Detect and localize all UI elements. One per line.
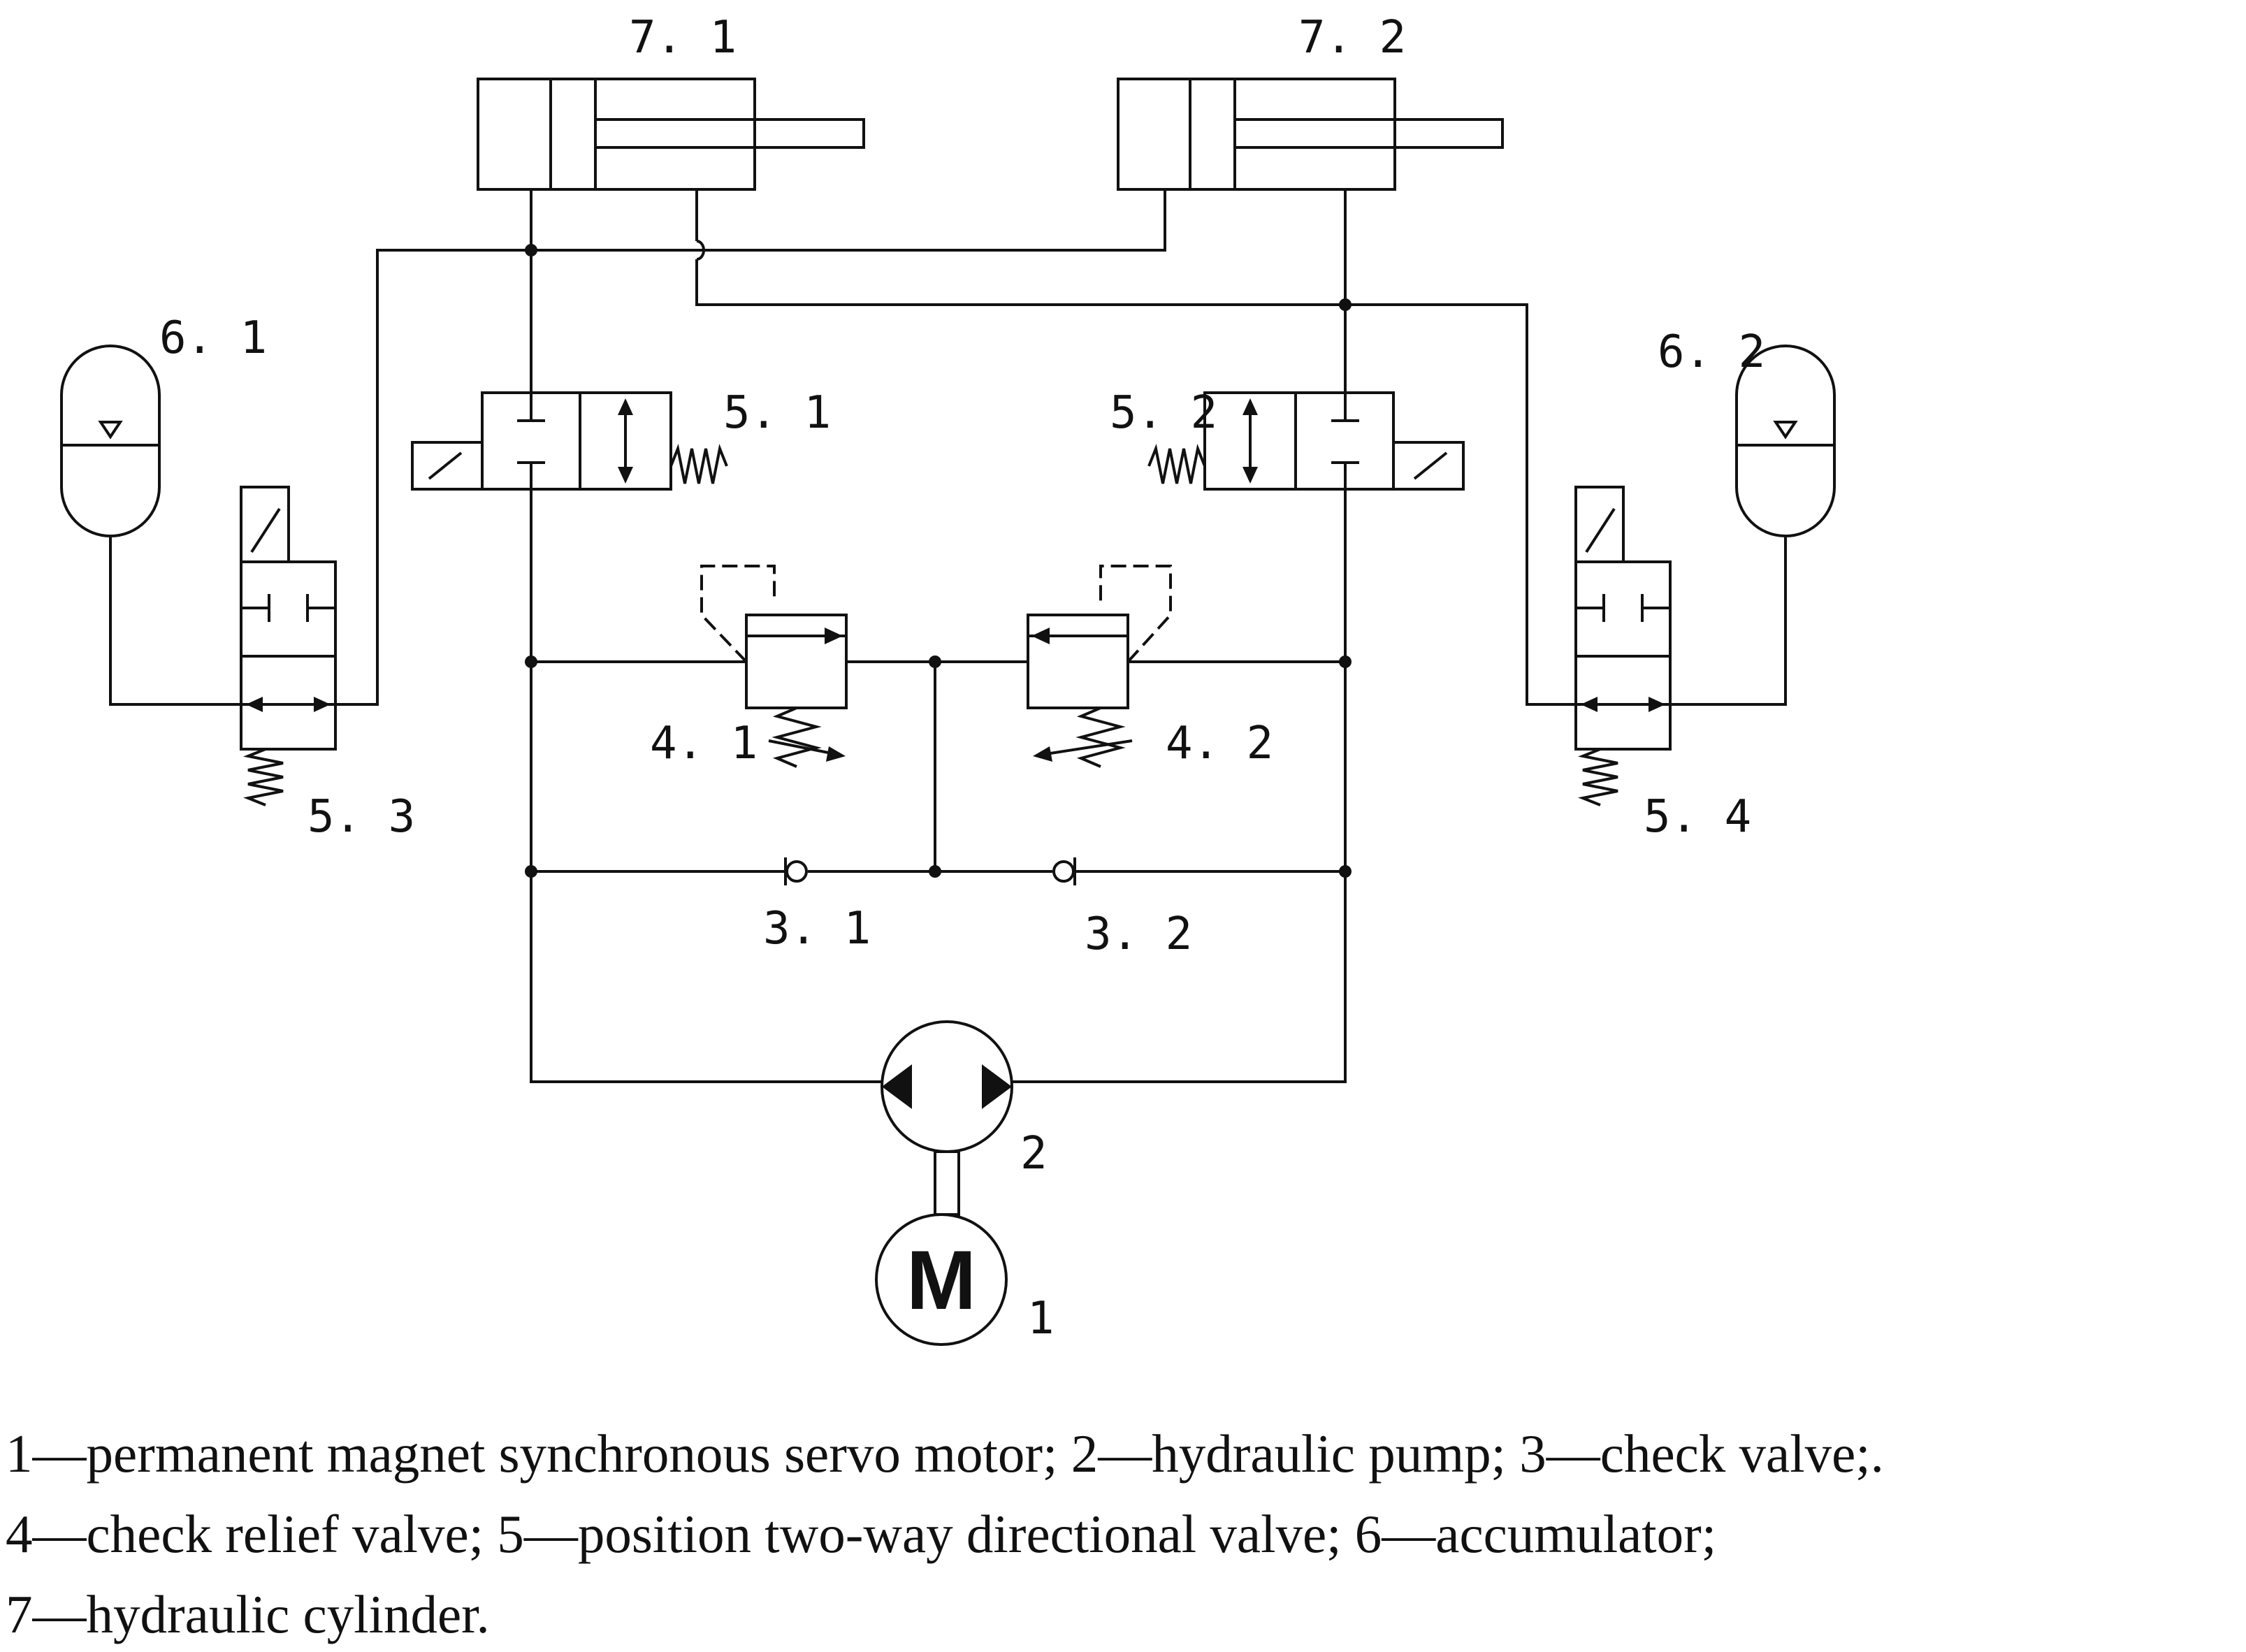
arrow-head-down <box>1242 467 1258 484</box>
pipe-crossover-hop <box>696 240 705 261</box>
junction-dot <box>1339 298 1352 311</box>
valve-body <box>745 614 848 709</box>
junction-dot <box>929 865 941 878</box>
label-5-4: 5. 4 <box>1644 791 1751 843</box>
junction-dot <box>525 865 537 878</box>
pipe-left-main <box>530 489 882 1083</box>
arrow-head-right <box>825 628 843 644</box>
check-valve-ball <box>785 860 808 883</box>
accumulator-6-1: 6. 1 <box>60 312 321 706</box>
accumulator-6-2: 6. 2 <box>1658 326 1836 706</box>
adjust-arrow <box>1041 739 1133 756</box>
pipe-7-2-rod-to-5-3 <box>321 189 1166 706</box>
servo-motor-1: M 1 <box>875 1213 1055 1346</box>
label-7-1: 7. 1 <box>629 12 737 64</box>
fluid-level-triangle <box>98 421 123 440</box>
pipe-7-1-rod-to-5-4 <box>695 259 1600 706</box>
motor-body <box>875 1213 1008 1346</box>
pipe-accumulator-to-5-4 <box>1670 536 1787 706</box>
cylinder-rod <box>594 118 865 149</box>
pipe-right-main <box>1012 489 1347 1083</box>
junction-dot <box>929 655 941 668</box>
caption-line-1: 1—permanent magnet synchronous servo mot… <box>6 1423 1884 1484</box>
pump-arrow-left <box>882 1064 912 1109</box>
arrow-head-right <box>1649 697 1665 712</box>
cylinder-rod <box>1233 118 1504 149</box>
caption-line-2: 4—check relief valve; 5—position two-way… <box>6 1504 1717 1564</box>
return-spring <box>669 444 728 484</box>
check-relief-valve-4-1: 4. 1 <box>650 565 848 769</box>
label-2: 2 <box>1020 1128 1048 1180</box>
junction-dot <box>525 655 537 668</box>
solenoid-actuator <box>1574 486 1625 563</box>
label-7-2: 7. 2 <box>1298 12 1406 64</box>
solenoid-slash <box>428 451 463 480</box>
label-3-2: 3. 2 <box>1085 908 1192 960</box>
junction-dot <box>1339 865 1352 878</box>
arrow-head-down <box>618 467 633 484</box>
directional-valve-5-4: 5. 4 <box>1574 486 1751 843</box>
pilot-line-dashed <box>700 565 776 663</box>
label-1: 1 <box>1027 1293 1055 1345</box>
solenoid-slash <box>1413 451 1448 480</box>
motor-symbol: M <box>906 1233 976 1327</box>
solenoid-actuator <box>240 486 290 563</box>
label-6-1: 6. 1 <box>159 312 267 364</box>
adjust-arrow <box>768 739 839 756</box>
cylinder-barrel <box>1117 78 1396 191</box>
pump-motor-shaft <box>934 1150 960 1216</box>
cylinder-piston <box>549 78 597 191</box>
fluid-level-triangle <box>1773 421 1798 440</box>
directional-valve-5-3: 5. 3 <box>240 486 415 843</box>
arrow-head-left <box>1581 697 1597 712</box>
cylinder-piston <box>1189 78 1236 191</box>
junction-dot <box>525 244 537 256</box>
check-valve-3-1: 3. 1 <box>763 857 871 955</box>
valve-block-open <box>1574 655 1672 751</box>
caption-line-3: 7—hydraulic cylinder. <box>6 1584 490 1644</box>
pipelines <box>321 189 1600 1083</box>
label-6-2: 6. 2 <box>1658 326 1765 378</box>
adjustable-spring <box>771 707 822 768</box>
solenoid-actuator <box>1392 441 1465 491</box>
label-4-1: 4. 1 <box>650 718 758 769</box>
label-5-3: 5. 3 <box>307 791 415 843</box>
return-spring <box>1578 748 1618 806</box>
accumulator-body <box>60 345 161 537</box>
solenoid-slash <box>250 507 281 553</box>
adjustable-spring <box>1075 707 1126 768</box>
adjust-arrow-head <box>1033 746 1052 762</box>
cylinder-barrel <box>477 78 756 191</box>
solenoid-slash <box>1585 507 1616 553</box>
valve-block-open <box>240 655 337 751</box>
directional-valve-5-2: 5. 2 <box>1110 387 1465 491</box>
check-valve-ball <box>1052 860 1075 883</box>
valve-body <box>1027 614 1129 709</box>
valve-block-open <box>579 391 672 491</box>
hydraulic-cylinder-7-1: 7. 1 <box>477 12 865 191</box>
arrow-head-up <box>618 398 633 415</box>
label-5-1: 5. 1 <box>723 387 831 439</box>
return-spring <box>1147 444 1206 484</box>
check-valve-3-2: 3. 2 <box>1052 857 1192 960</box>
arrow-head-up <box>1242 398 1258 415</box>
arrow-head-left <box>1031 628 1050 644</box>
directional-valve-5-1: 5. 1 <box>411 387 831 491</box>
return-spring <box>243 748 284 806</box>
pump-arrow-right <box>982 1064 1012 1109</box>
check-relief-valve-4-2: 4. 2 <box>1027 565 1273 769</box>
junction-dots <box>525 244 1352 878</box>
hydraulic-cylinder-7-2: 7. 2 <box>1117 12 1504 191</box>
label-5-2: 5. 2 <box>1110 387 1217 439</box>
adjust-arrow-head <box>826 746 846 762</box>
label-3-1: 3. 1 <box>763 903 871 955</box>
pilot-line-dashed <box>1099 565 1172 663</box>
label-4-2: 4. 2 <box>1166 718 1273 769</box>
junction-dot <box>1339 655 1352 668</box>
hydraulic-pump-2: 2 <box>881 1020 1048 1180</box>
